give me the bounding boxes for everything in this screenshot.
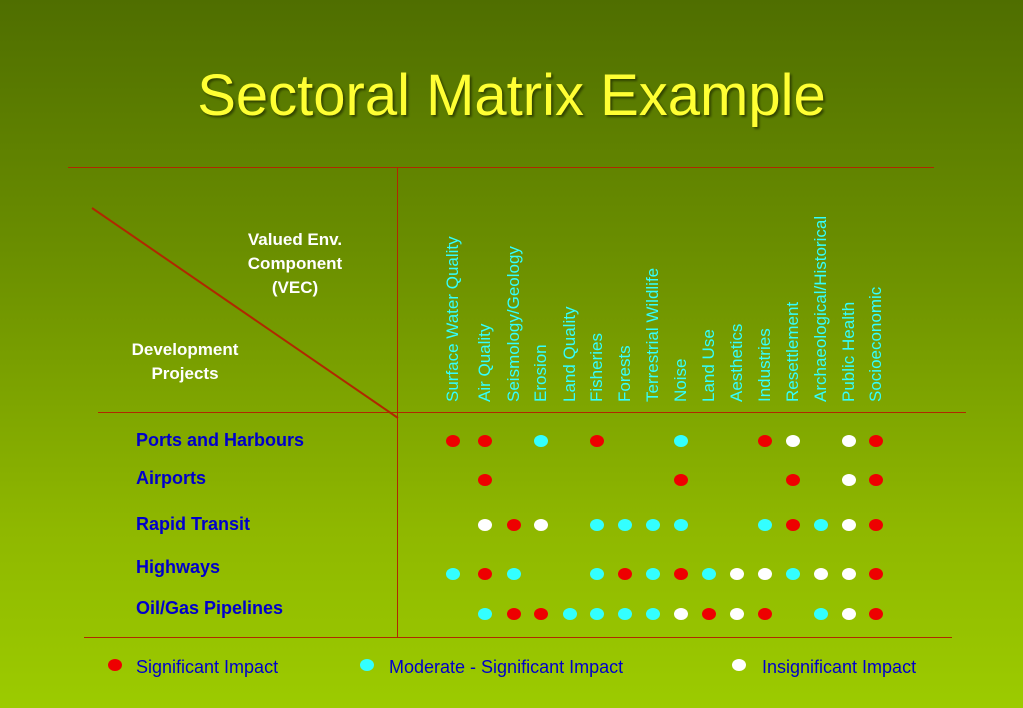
impact-dot-significant bbox=[869, 519, 883, 531]
impact-dot-significant bbox=[618, 568, 632, 580]
column-header-label: Aesthetics bbox=[727, 323, 746, 402]
impact-dot-moderate bbox=[674, 519, 688, 531]
impact-dot-moderate bbox=[534, 435, 548, 447]
impact-dot-insignificant bbox=[674, 608, 688, 620]
impact-dot-significant bbox=[869, 435, 883, 447]
impact-dot-moderate bbox=[702, 568, 716, 580]
impact-dot-significant bbox=[534, 608, 548, 620]
column-header-label: Air Quality bbox=[475, 323, 494, 402]
legend-dot-significant bbox=[108, 659, 122, 671]
impact-dot-insignificant bbox=[814, 568, 828, 580]
impact-dot-insignificant bbox=[478, 519, 492, 531]
column-header-label: Land Use bbox=[699, 329, 718, 402]
impact-dot-moderate bbox=[646, 568, 660, 580]
column-header-label: Industries bbox=[755, 328, 774, 402]
column-header-label: Erosion bbox=[531, 344, 550, 402]
impact-dot-significant bbox=[478, 568, 492, 580]
row-label: Highways bbox=[136, 557, 221, 577]
impact-dot-significant bbox=[446, 435, 460, 447]
impact-dot-significant bbox=[478, 474, 492, 486]
row-label: Airports bbox=[136, 468, 207, 488]
column-header-label: Surface Water Quality bbox=[443, 236, 462, 402]
impact-dot-moderate bbox=[618, 608, 632, 620]
matrix-vertical-divider bbox=[397, 167, 398, 637]
column-header-label: Noise bbox=[671, 358, 690, 402]
page-title: Sectoral Matrix Example bbox=[197, 63, 826, 128]
impact-dot-significant bbox=[507, 608, 521, 620]
impact-dot-significant bbox=[507, 519, 521, 531]
column-header-label: Forests bbox=[615, 345, 634, 402]
impact-dot-insignificant bbox=[842, 474, 856, 486]
impact-dot-moderate bbox=[618, 519, 632, 531]
impact-dot-moderate bbox=[646, 608, 660, 620]
legend-label: Moderate - Significant Impact bbox=[389, 657, 624, 677]
vec-label: Valued Env. Component (VEC) bbox=[247, 230, 343, 297]
impact-dot-significant bbox=[869, 474, 883, 486]
impact-dot-moderate bbox=[814, 519, 828, 531]
legend-dot-moderate bbox=[360, 659, 374, 671]
column-header-label: Seismology/Geology bbox=[504, 246, 523, 402]
development-projects-label: Development Projects bbox=[131, 340, 239, 383]
column-header-label: Terrestrial Wildlife bbox=[643, 267, 662, 402]
column-header-label: Archaeological/Historical bbox=[811, 215, 830, 402]
impact-dot-moderate bbox=[786, 568, 800, 580]
row-label: Rapid Transit bbox=[136, 514, 251, 534]
impact-dot-significant bbox=[674, 474, 688, 486]
column-header-label: Public Health bbox=[839, 301, 858, 402]
impact-dot-moderate bbox=[446, 568, 460, 580]
impact-dot-insignificant bbox=[534, 519, 548, 531]
impact-dot-moderate bbox=[674, 435, 688, 447]
row-label: Oil/Gas Pipelines bbox=[136, 598, 284, 618]
impact-dot-significant bbox=[478, 435, 492, 447]
legend-dot-insignificant bbox=[732, 659, 746, 671]
impact-dot-moderate bbox=[646, 519, 660, 531]
column-header-label: Resettlement bbox=[783, 301, 802, 402]
impact-dot-moderate bbox=[590, 608, 604, 620]
impact-dot-insignificant bbox=[758, 568, 772, 580]
impact-dot-insignificant bbox=[842, 435, 856, 447]
impact-dot-significant bbox=[786, 474, 800, 486]
impact-dot-significant bbox=[869, 608, 883, 620]
column-header-label: Socioeconomic bbox=[866, 286, 885, 402]
impact-dot-insignificant bbox=[842, 568, 856, 580]
impact-dot-moderate bbox=[563, 608, 577, 620]
impact-dot-moderate bbox=[478, 608, 492, 620]
impact-dot-significant bbox=[590, 435, 604, 447]
impact-dot-significant bbox=[674, 568, 688, 580]
impact-dot-insignificant bbox=[786, 435, 800, 447]
impact-dot-insignificant bbox=[842, 519, 856, 531]
impact-dot-significant bbox=[758, 435, 772, 447]
impact-dot-significant bbox=[869, 568, 883, 580]
header-divider bbox=[98, 412, 966, 413]
column-header-label: Land Quality bbox=[560, 306, 579, 402]
impact-dot-significant bbox=[758, 608, 772, 620]
legend-label: Significant Impact bbox=[136, 657, 279, 677]
impact-dot-moderate bbox=[590, 568, 604, 580]
impact-dot-moderate bbox=[507, 568, 521, 580]
column-header-label: Fisheries bbox=[587, 333, 606, 402]
impact-dot-significant bbox=[786, 519, 800, 531]
impact-dot-moderate bbox=[758, 519, 772, 531]
bottom-divider bbox=[84, 637, 952, 638]
impact-dot-insignificant bbox=[842, 608, 856, 620]
row-label: Ports and Harbours bbox=[136, 430, 305, 450]
impact-dot-moderate bbox=[590, 519, 604, 531]
top-divider bbox=[68, 167, 934, 168]
impact-dot-insignificant bbox=[730, 568, 744, 580]
impact-dot-insignificant bbox=[730, 608, 744, 620]
impact-dot-moderate bbox=[814, 608, 828, 620]
impact-dot-significant bbox=[702, 608, 716, 620]
legend-label: Insignificant Impact bbox=[762, 657, 917, 677]
